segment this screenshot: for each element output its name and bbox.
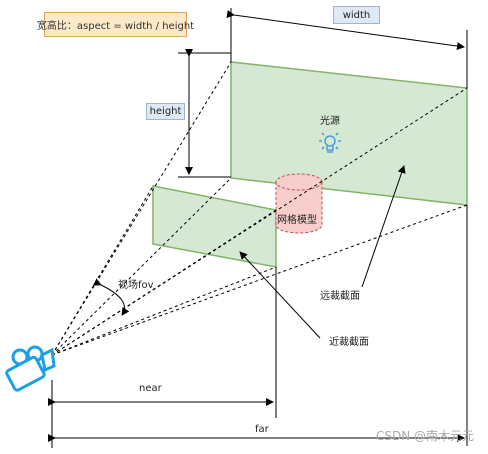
- near-plane-callout-line: [239, 251, 321, 339]
- fov-arc: [92, 278, 130, 316]
- near-clipping-plane: [152, 185, 277, 268]
- width-dimension: [226, 8, 468, 88]
- height-dimension: [178, 49, 231, 178]
- far-clipping-plane: [230, 61, 468, 206]
- far-plane-label: 远裁截面: [320, 289, 360, 302]
- aspect-ratio-note: 宽高比：aspect = width / height: [37, 12, 194, 37]
- near-label: near: [139, 383, 163, 394]
- camera-icon: [5, 345, 56, 392]
- width-label: width: [333, 6, 380, 24]
- mesh-cylinder: [275, 173, 323, 234]
- near-dimension: [48, 267, 277, 420]
- lightbulb-icon: [319, 132, 341, 153]
- fov-label: 视场fov: [118, 278, 154, 291]
- near-plane-label: 近裁截面: [329, 335, 369, 348]
- light-label: 光源: [320, 114, 340, 127]
- frustum-lines: [51, 61, 468, 356]
- watermark: CSDN @南木元元: [375, 429, 474, 443]
- mesh-label: 网格模型: [277, 213, 317, 226]
- far-plane-callout-line: [361, 165, 406, 288]
- far-dimension: [48, 205, 468, 448]
- far-label: far: [255, 424, 270, 435]
- height-label: height: [146, 103, 185, 120]
